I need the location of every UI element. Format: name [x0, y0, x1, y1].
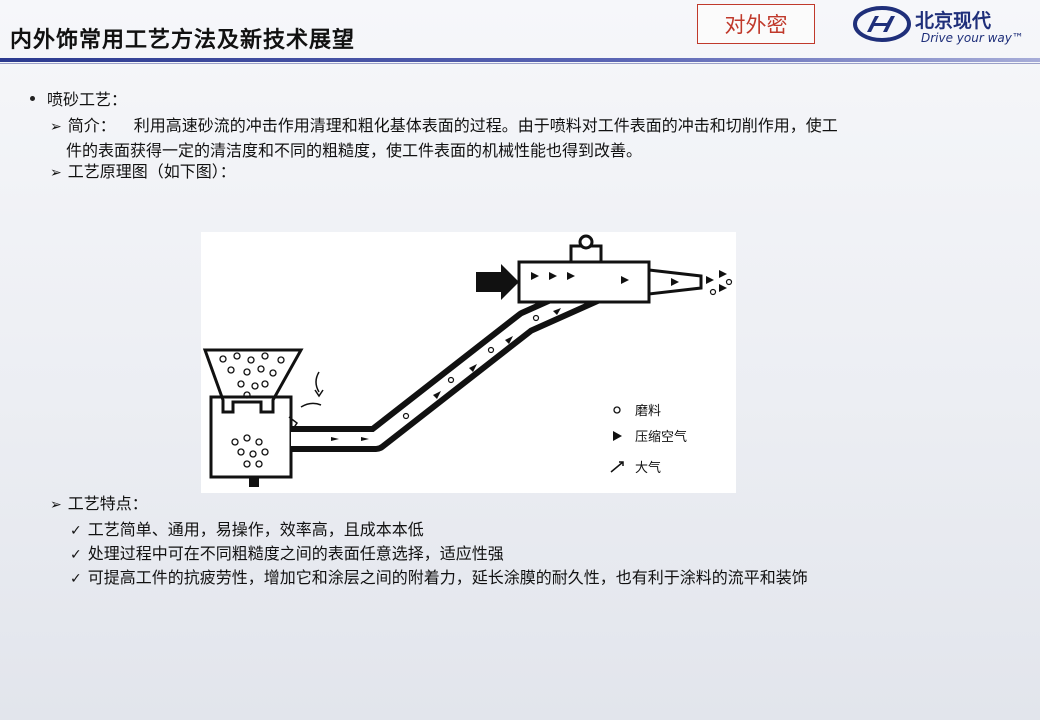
- principle-heading: ➢ 工艺原理图（如下图）：: [50, 160, 236, 185]
- feature-item: ✓工艺简单、通用，易操作，效率高，且成本本低: [70, 520, 424, 539]
- intro-line-1: 利用高速砂流的冲击作用清理和粗化基体表面的过程。由于喷料对工件表面的冲击和切削作…: [133, 116, 838, 135]
- legend-atmosphere: 大气: [635, 460, 661, 476]
- check-icon: ✓: [70, 523, 82, 539]
- bullet-dot-icon: [30, 95, 35, 101]
- confidential-badge: 对外密: [697, 4, 815, 44]
- check-icon: ✓: [70, 547, 82, 563]
- legend-abrasive-symbol: [613, 406, 621, 414]
- section-bullet: 喷砂工艺：: [30, 86, 127, 110]
- arrow-bullet-icon: ➢: [50, 119, 62, 135]
- sandblasting-principle-diagram: 磨料 压缩空气 大气: [201, 232, 736, 493]
- check-icon: ✓: [70, 571, 82, 587]
- legend-abrasive: 磨料: [635, 404, 661, 419]
- arrow-bullet-icon: ➢: [50, 497, 62, 513]
- title-rule-thin: [0, 63, 1040, 64]
- intro-line-2: 件的表面获得一定的清洁度和不同的粗糙度，使工件表面的机械性能也得到改善。: [66, 141, 643, 160]
- arrow-bullet-icon: ➢: [50, 165, 62, 181]
- principle-label: 工艺原理图（如下图）：: [67, 162, 236, 181]
- brand-tagline: Drive your way™: [921, 31, 1024, 45]
- sandblast-schematic-icon: 磨料 压缩空气 大气: [202, 234, 733, 487]
- features-label: 工艺特点：: [67, 494, 148, 513]
- intro-paragraph: ➢ 简介： 利用高速砂流的冲击作用清理和粗化基体表面的过程。由于喷料对工件表面的冲击…: [50, 114, 980, 163]
- legend-atmosphere-symbol: [610, 461, 624, 473]
- brand-logo: 北京现代 Drive your way™: [853, 3, 1033, 51]
- feature-item: ✓可提高工件的抗疲劳性，增加它和涂层之间的附着力，延长涂膜的耐久性，也有利于涂料…: [70, 568, 808, 587]
- page-title: 内外饰常用工艺方法及新技术展望: [10, 28, 356, 53]
- hyundai-logo-icon: [853, 6, 911, 42]
- feature-item: ✓处理过程中可在不同粗糙度之间的表面任意选择，适应性强: [70, 544, 504, 563]
- title-rule: [0, 58, 1040, 62]
- features-heading: ➢ 工艺特点：: [50, 492, 148, 517]
- brand-name: 北京现代: [915, 10, 992, 32]
- legend-compressed-air-symbol: [613, 431, 622, 441]
- section-title: 喷砂工艺：: [47, 90, 128, 109]
- legend-compressed-air: 压缩空气: [635, 429, 687, 445]
- intro-label: 简介：: [67, 116, 116, 135]
